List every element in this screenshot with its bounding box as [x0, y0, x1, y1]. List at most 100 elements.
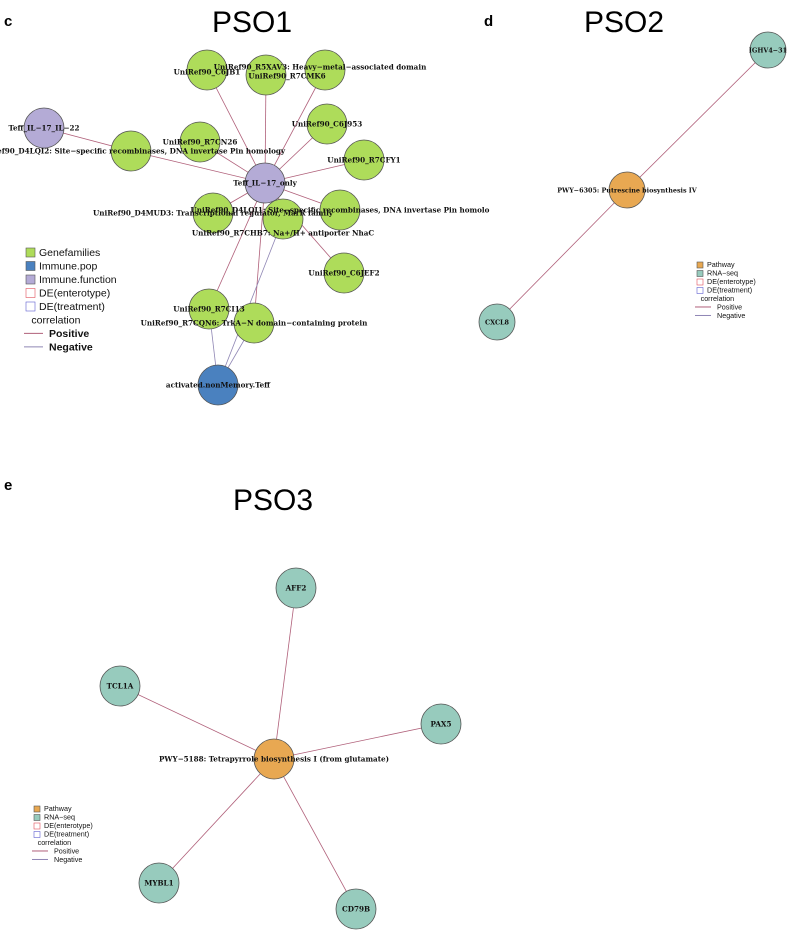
node-label: PAX5	[430, 720, 451, 729]
node-label: UniRef90_R7CQN6: TrkA−N domain−containin…	[141, 319, 369, 328]
node-label: UniRef90_D4LQI2: Site−specific recombina…	[0, 147, 286, 156]
node-label: UniRef90_R7CN26	[163, 138, 238, 147]
legend-swatch-de-treatment	[33, 831, 41, 838]
legend-swatch-rnaseq	[33, 814, 41, 821]
legend-label: DE(enterotype)	[44, 821, 93, 830]
legend-label: DE(enterotype)	[707, 277, 756, 286]
node-label: UniRef90_R7CFY1	[327, 156, 400, 165]
node-label: Teff_IL−17_only	[233, 179, 297, 188]
legend-swatch-rnaseq	[696, 270, 704, 277]
node-label: UniRef90_C6JEF2	[308, 269, 379, 278]
node-immune-function	[23, 107, 65, 149]
node-label: UniRef90_C6J953	[292, 120, 363, 129]
edge-negative	[217, 218, 284, 386]
node-gene	[245, 54, 287, 96]
panel-d-letter: d	[484, 13, 493, 30]
legend-swatch-de-enterotype	[33, 822, 41, 830]
edge-positive	[130, 150, 266, 184]
node-label: MYBL1	[144, 879, 173, 888]
node-immune-pop	[197, 364, 239, 406]
panel-c-title: PSO1	[212, 6, 292, 39]
legend-label: DE(enterotype)	[39, 288, 110, 300]
node-label: AFF2	[285, 584, 307, 593]
legend-swatch-de-treatment	[25, 301, 36, 312]
node-label: UniRef90_D4LQI1: Site−specific recombina…	[191, 206, 490, 215]
legend-label: DE(treatment)	[707, 286, 752, 295]
legend-label: Pathway	[707, 260, 735, 269]
node-rnaseq	[749, 31, 787, 69]
edge-positive	[273, 758, 357, 910]
node-gene	[323, 252, 365, 294]
node-rnaseq	[420, 703, 462, 745]
legend-negative-label: Negative	[54, 855, 82, 864]
legend-swatch-de-treatment	[696, 287, 704, 294]
legend-swatch-pathway	[696, 261, 704, 269]
legend-label: DE(treatment)	[44, 830, 89, 839]
edge-positive	[273, 723, 442, 760]
legend-swatch-gene	[25, 247, 36, 258]
edge-positive	[626, 49, 769, 191]
legend-positive-label: Positive	[54, 847, 79, 856]
node-label: CD79B	[342, 905, 370, 914]
legend-swatch-de-enterotype	[25, 288, 36, 298]
legend-label: Genefamilies	[39, 247, 100, 259]
edge-positive	[273, 587, 297, 760]
edge-positive	[206, 69, 266, 184]
edges-layer	[43, 49, 769, 910]
edge-positive	[208, 182, 266, 310]
node-gene	[110, 130, 152, 172]
nodes-layer	[23, 31, 787, 930]
node-label: PWY−5188: Tetrapyrrole biosynthesis I (f…	[159, 755, 389, 764]
node-gene	[192, 192, 234, 234]
node-label: PWY−6305: Putrescine biosynthesis IV	[557, 187, 698, 195]
node-label: UniRef90_R5XAV3: Heavy−metal−associated …	[214, 63, 427, 72]
node-label: UniRef90_R7CMK6	[248, 72, 325, 81]
legend-swatch-pathway	[33, 805, 41, 813]
node-label: UniRef90_D4MUD3: Transcriptional regulat…	[93, 209, 334, 218]
node-rnaseq	[478, 303, 516, 341]
node-pathway	[608, 171, 646, 209]
legend-label: DE(treatment)	[39, 301, 105, 313]
panel-c-letter: c	[4, 13, 12, 30]
node-gene	[319, 189, 361, 231]
node-gene	[188, 288, 230, 330]
node-label: UniRef90_R7CI13	[173, 305, 245, 314]
edge-positive	[253, 182, 266, 324]
node-label: CXCL8	[485, 319, 510, 327]
legend-correlation-title: correlation	[701, 294, 735, 303]
node-label: activated.nonMemory.Teff	[166, 381, 271, 390]
legend-label: Pathway	[44, 804, 72, 813]
node-label: Teff_IL−17_IL−22	[8, 124, 79, 133]
node-pathway	[253, 738, 295, 780]
node-rnaseq	[275, 567, 317, 609]
node-label: IGHV4−31	[749, 47, 787, 55]
legend-negative-label: Negative	[49, 342, 93, 354]
node-rnaseq	[138, 862, 180, 904]
legend-label: Immune.pop	[39, 261, 98, 273]
node-gene	[343, 139, 385, 181]
node-gene	[262, 198, 304, 240]
node-rnaseq	[99, 665, 141, 707]
node-gene	[304, 49, 346, 91]
node-label: UniRef90_R7CHB7: Na+/H+ antiporter NhaC	[192, 229, 375, 238]
legend-positive-label: Positive	[717, 303, 742, 312]
legends-layer: GenefamiliesImmune.popImmune.functionDE(…	[24, 247, 756, 864]
panel-d-title: PSO2	[584, 6, 664, 39]
legend-swatch-immune-function	[25, 274, 36, 285]
legend-swatch-de-enterotype	[696, 278, 704, 286]
legend-label: RNA−seq	[707, 269, 738, 278]
legend-label: Immune.function	[39, 274, 117, 286]
legend-positive-label: Positive	[49, 328, 89, 340]
node-label: UniRef90_C6JB1	[174, 68, 241, 77]
legend-correlation-title: correlation	[31, 315, 80, 327]
node-gene	[179, 121, 221, 163]
node-gene	[306, 103, 348, 145]
legend-label: RNA−seq	[44, 813, 75, 822]
legend-swatch-immune-pop	[25, 261, 36, 271]
edge-positive	[158, 758, 275, 884]
edge-positive	[496, 189, 628, 323]
legend-negative-label: Negative	[717, 311, 745, 320]
node-gene	[186, 49, 228, 91]
